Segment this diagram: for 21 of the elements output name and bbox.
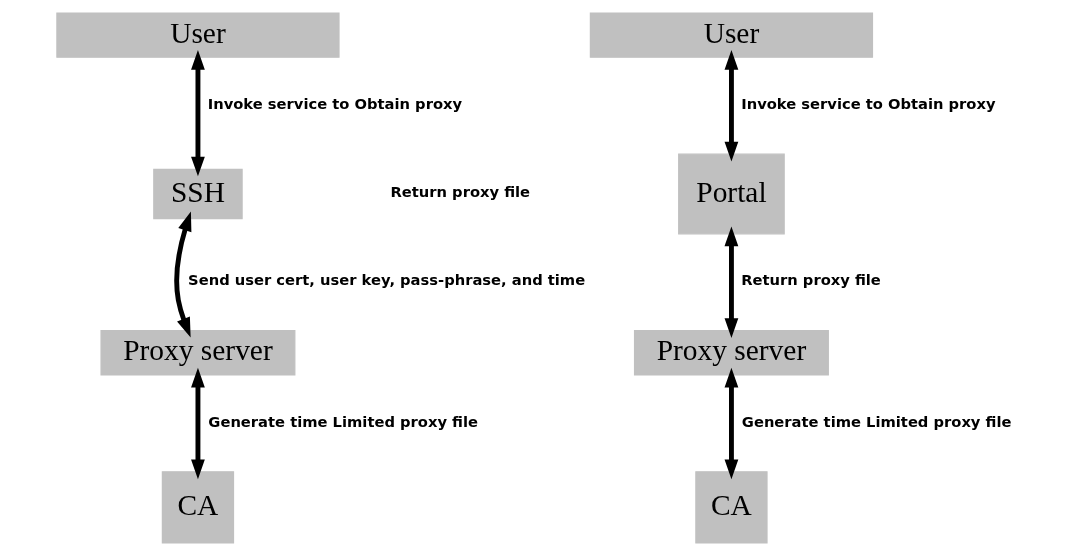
node-box: User xyxy=(56,12,340,58)
arrow xyxy=(174,211,192,338)
node-box: Proxy server xyxy=(100,330,296,376)
node-box: Portal xyxy=(678,153,785,235)
edge-label: Return proxy file xyxy=(741,271,881,289)
arrow xyxy=(724,367,739,480)
edge-label: Invoke service to Obtain proxy xyxy=(207,94,463,112)
edge-label: Invoke service to Obtain proxy xyxy=(741,94,996,112)
arrow xyxy=(191,50,205,177)
node-box: SSH xyxy=(153,168,243,220)
edge-label: Send user cert, user key, pass-phrase, and time xyxy=(188,271,586,289)
node-box: User xyxy=(589,12,874,58)
node-box: CA xyxy=(695,471,768,544)
arrow xyxy=(191,367,205,480)
node-box: CA xyxy=(161,471,235,544)
arrow xyxy=(724,50,739,162)
node-box: Proxy server xyxy=(633,330,829,376)
edge-label: Generate time Limited proxy file xyxy=(741,412,1012,430)
arrow xyxy=(724,226,739,339)
label: Return proxy file xyxy=(390,182,531,200)
edge-label: Generate time Limited proxy file xyxy=(208,412,479,430)
